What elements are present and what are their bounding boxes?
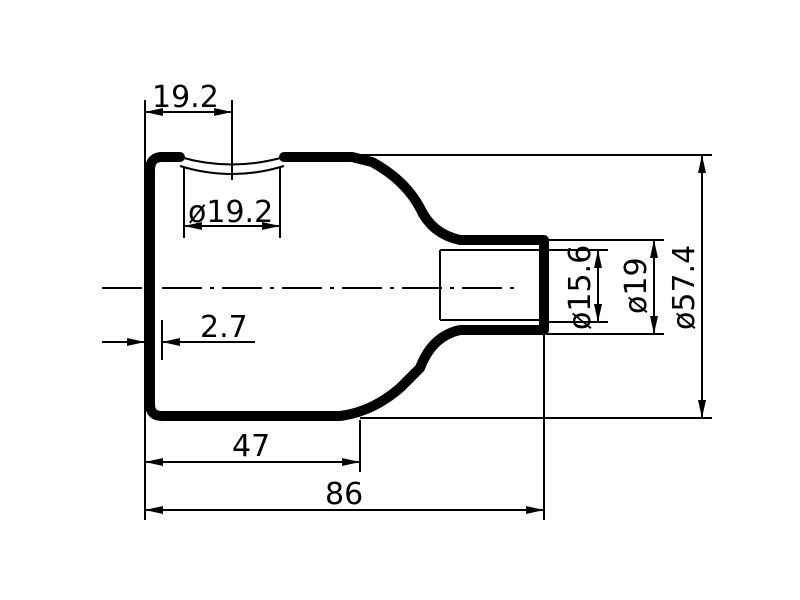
label-neck-inner-diameter: ø15.6 <box>563 245 598 330</box>
arrow-body-diameter-bottom <box>698 400 706 418</box>
arrow-neck-inner-top <box>594 250 602 268</box>
arrow-neck-inner-bottom <box>594 304 602 322</box>
arrow-wall-left <box>127 338 145 346</box>
label-hole-offset: 19.2 <box>152 80 219 115</box>
arrow-wall-right <box>162 338 180 346</box>
dimension-labels: 19.2 ø19.2 2.7 47 86 ø15.6 ø19 ø57.4 <box>152 80 702 512</box>
label-neck-outer-diameter: ø19 <box>619 257 654 314</box>
arrow-overall-length-right <box>526 506 544 514</box>
arrow-body-length-right <box>342 458 360 466</box>
dimension-lines <box>102 108 706 514</box>
arrow-neck-outer-top <box>650 240 658 258</box>
arrow-neck-outer-bottom <box>650 316 658 334</box>
label-hole-diameter: ø19.2 <box>188 195 273 230</box>
arrow-hole-diameter-left <box>184 222 202 230</box>
cap-body-outline <box>145 152 549 421</box>
label-body-diameter: ø57.4 <box>667 245 702 330</box>
arrow-hole-diameter-right <box>262 222 280 230</box>
arrow-overall-length-left <box>145 506 163 514</box>
label-body-length: 47 <box>232 429 270 464</box>
arrow-hole-offset-left <box>145 108 163 116</box>
arrow-hole-offset-right <box>214 108 232 116</box>
arrow-body-diameter-top <box>698 155 706 173</box>
arrow-body-length-left <box>145 458 163 466</box>
extension-lines <box>144 100 712 520</box>
label-wall-thickness: 2.7 <box>200 310 248 345</box>
label-overall-length: 86 <box>325 477 363 512</box>
